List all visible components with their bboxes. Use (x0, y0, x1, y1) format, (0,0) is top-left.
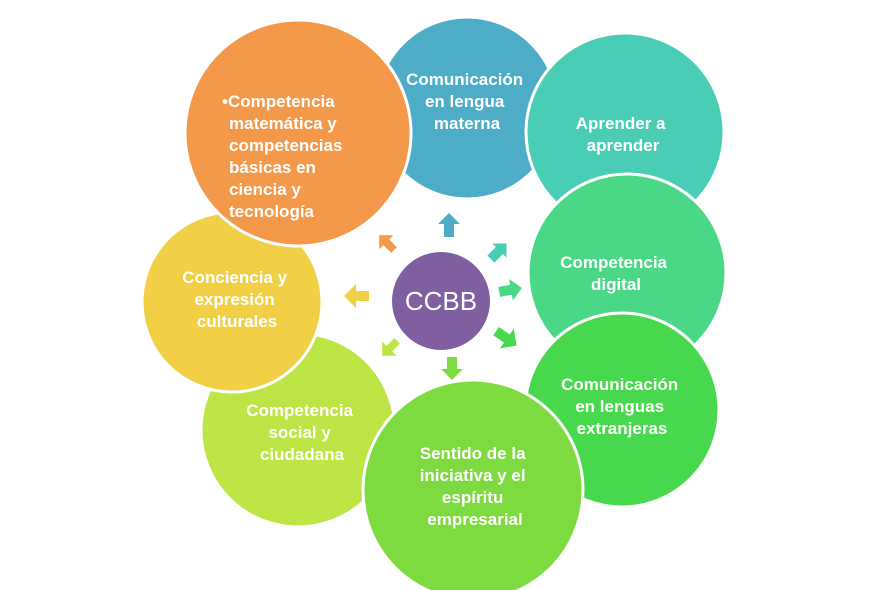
label-comunicacion-lengua-materna: Comunicación en lengua materna (406, 70, 528, 133)
arrow-lower-left-icon (382, 338, 400, 356)
arrow-upper-left-icon (379, 235, 397, 253)
arrow-upper-right-icon (487, 243, 507, 263)
arrow-down-icon (441, 357, 463, 380)
arrow-lower-right-icon (493, 327, 517, 349)
circle-sentido-iniciativa (361, 378, 585, 590)
label-competencia-digital: Competencia digital (560, 253, 671, 294)
arrow-right-icon (498, 278, 522, 301)
arrows-group (344, 213, 522, 380)
arrow-left-icon (344, 284, 369, 308)
label-competencia-social: Competencia social y ciudadana (246, 401, 357, 464)
label-aprender-a-aprender: Aprender a aprender (576, 114, 670, 155)
label-conciencia-expresion: Conciencia y expresión culturales (182, 268, 292, 331)
circle-competencia-matematica (183, 18, 413, 248)
label-comunicacion-lenguas-extranjeras: Comunicación en lenguas extranjeras (561, 375, 683, 438)
label-sentido-iniciativa: Sentido de la iniciativa y el espíritu e… (420, 444, 531, 529)
center-label: CCBB (405, 286, 477, 316)
label-competencia-matematica: •Competencia matemática y competencias b… (222, 92, 347, 221)
center-circle (392, 252, 490, 350)
arrow-up-icon (438, 213, 460, 237)
